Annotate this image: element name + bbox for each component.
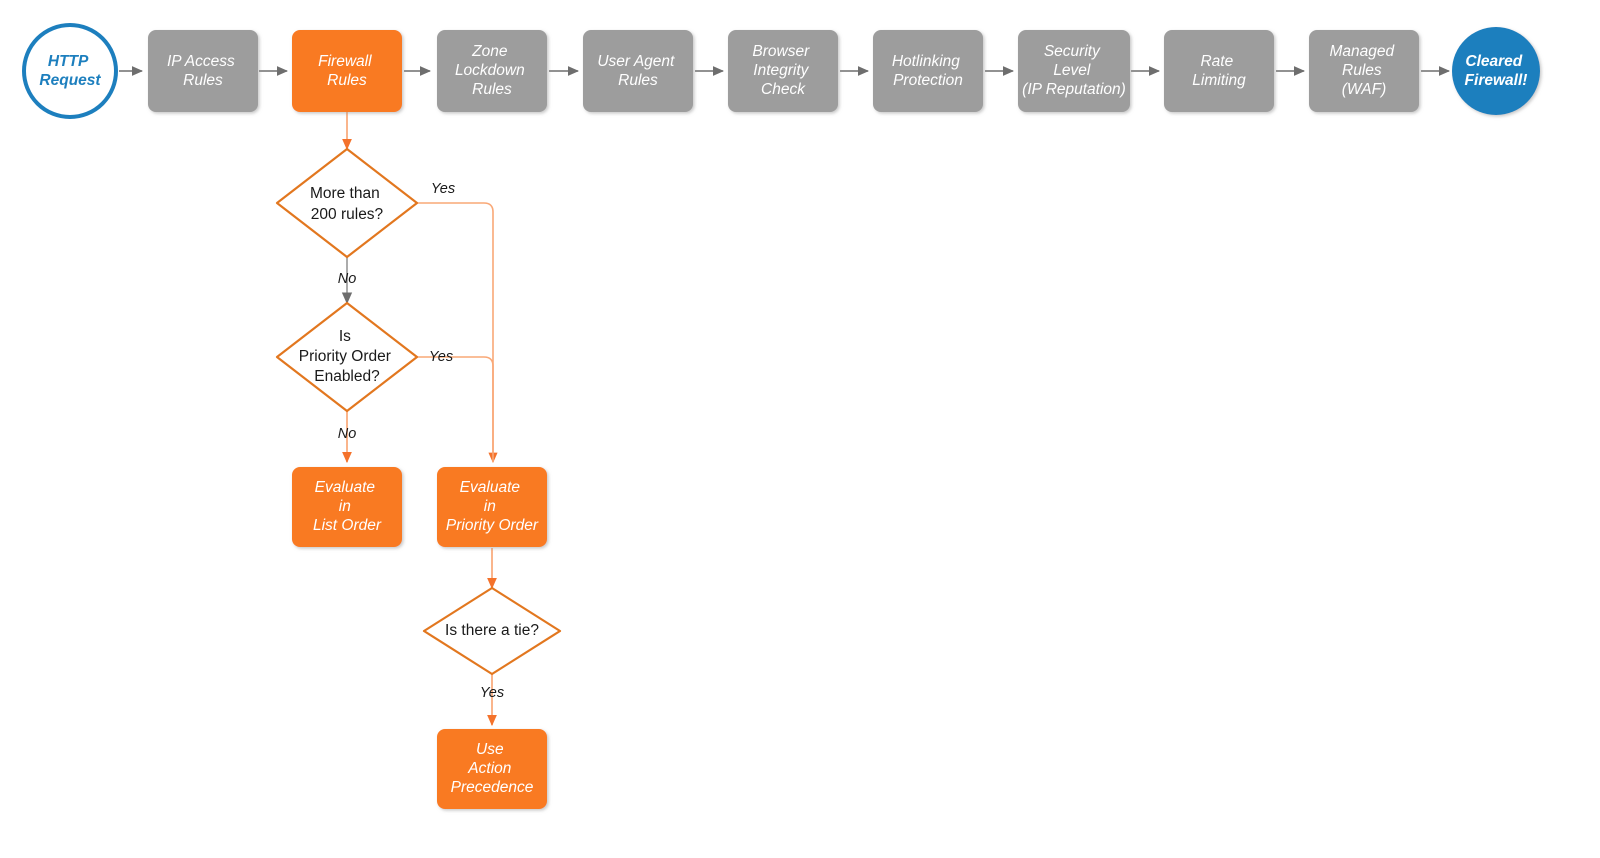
node-zone-lockdown-rules[interactable]: Zone Lockdown Rules (437, 30, 547, 112)
user-agent-rules-box (583, 30, 693, 112)
browser-integrity-check-label: Browser Integrity Check (752, 43, 813, 98)
hotlinking-protection-label: Hotlinking Protection (892, 53, 964, 89)
http-request-circle (22, 23, 118, 119)
node-rate-limiting[interactable]: Rate Limiting (1164, 30, 1274, 112)
connector-yes-priority-order (417, 356, 494, 462)
is-there-a-tie-diamond (422, 586, 562, 676)
edge-label-no-priority-order: No (338, 426, 357, 442)
security-level-box (1018, 30, 1130, 112)
more-than-200-rules-label: More than 200 rules? (310, 185, 384, 223)
node-evaluate-list-order[interactable]: Evaluate in List Order (292, 467, 402, 547)
is-there-a-tie-label: Is there a tie? (445, 622, 539, 639)
node-cleared-firewall[interactable]: Cleared Firewall! (1452, 27, 1540, 115)
node-hotlinking-protection[interactable]: Hotlinking Protection (873, 30, 983, 112)
is-priority-order-enabled-diamond (275, 301, 419, 413)
hotlinking-protection-box (873, 30, 983, 112)
cleared-firewall-label: Cleared Firewall! (1465, 53, 1528, 89)
rate-limiting-label: Rate Limiting (1192, 53, 1246, 89)
evaluate-priority-order-label: Evaluate in Priority Order (446, 479, 539, 534)
browser-integrity-check-box (728, 30, 838, 112)
evaluate-priority-order-box (437, 467, 547, 547)
node-security-level[interactable]: Security Level (IP Reputation) (1018, 30, 1130, 112)
rate-limiting-box (1164, 30, 1274, 112)
edge-label-yes-200-rules: Yes (431, 181, 455, 197)
use-action-precedence-box (437, 729, 547, 809)
firewall-rules-label: Firewall Rules (318, 53, 376, 89)
managed-rules-waf-box (1309, 30, 1419, 112)
use-action-precedence-label: Use Action Precedence (451, 741, 534, 796)
node-evaluate-priority-order[interactable]: Evaluate in Priority Order (437, 467, 547, 547)
branch-connectors (341, 112, 498, 727)
ip-access-rules-box (148, 30, 258, 112)
node-http-request[interactable]: HTTP Request (22, 23, 118, 119)
node-browser-integrity-check[interactable]: Browser Integrity Check (728, 30, 838, 112)
node-ip-access-rules[interactable]: IP Access Rules (148, 30, 258, 112)
firewall-rules-box (292, 30, 402, 112)
node-decision-more-than-200-rules[interactable]: More than 200 rules? (275, 147, 419, 259)
cleared-firewall-circle (1452, 27, 1540, 115)
node-decision-is-there-a-tie[interactable]: Is there a tie? (422, 586, 562, 676)
node-user-agent-rules[interactable]: User Agent Rules (583, 30, 693, 112)
edge-label-yes-tie: Yes (480, 685, 504, 701)
zone-lockdown-rules-box (437, 30, 547, 112)
http-request-label: HTTP Request (39, 53, 101, 89)
edge-labels: Yes No Yes No Yes (338, 181, 504, 701)
is-priority-order-enabled-label: Is Priority Order Enabled? (299, 328, 395, 385)
connector-yes-200-rules (417, 202, 498, 464)
evaluate-list-order-box (292, 467, 402, 547)
evaluate-list-order-label: Evaluate in List Order (313, 479, 382, 534)
node-firewall-rules[interactable]: Firewall Rules (292, 30, 402, 112)
edge-label-no-200-rules: No (338, 271, 357, 287)
managed-rules-waf-label: Managed Rules (WAF) (1330, 43, 1399, 98)
ip-access-rules-label: IP Access Rules (167, 53, 239, 89)
user-agent-rules-label: User Agent Rules (597, 53, 678, 89)
edge-label-yes-priority-order: Yes (429, 349, 453, 365)
node-decision-is-priority-order-enabled[interactable]: Is Priority Order Enabled? (275, 301, 419, 413)
more-than-200-rules-diamond (275, 147, 419, 259)
node-managed-rules-waf[interactable]: Managed Rules (WAF) (1309, 30, 1419, 112)
zone-lockdown-rules-label: Zone Lockdown Rules (455, 43, 529, 98)
node-use-action-precedence[interactable]: Use Action Precedence (437, 729, 547, 809)
security-level-label: Security Level (IP Reputation) (1022, 43, 1126, 98)
